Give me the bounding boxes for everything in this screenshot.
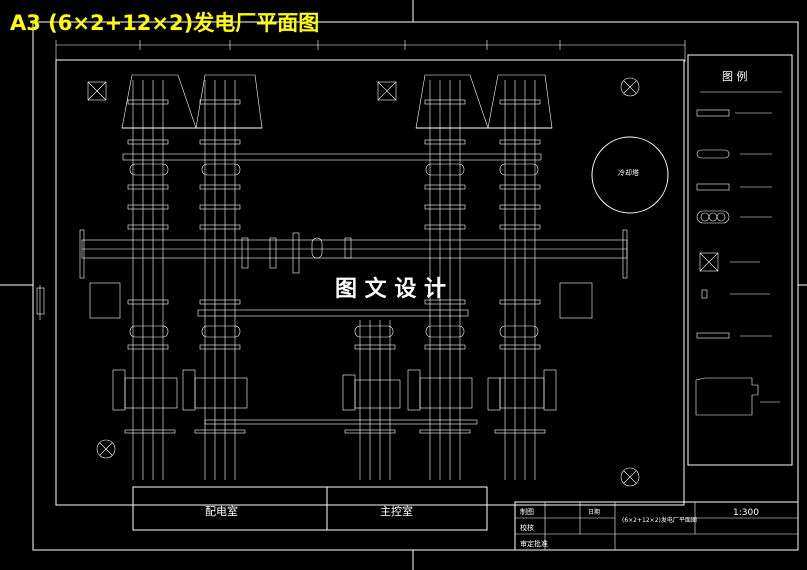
drawing-title: A3 (6×2+12×2)发电厂平面图 — [10, 11, 319, 35]
title-block-row3: 审定批准 — [520, 539, 548, 548]
cooling-tower: 冷却塔 — [591, 136, 669, 214]
legend: 图 例 — [687, 54, 793, 466]
title-block-row1: 制图 — [520, 507, 534, 516]
distribution-room-label: 配电室 — [205, 504, 238, 518]
bay-crossbars — [127, 99, 541, 350]
title-block: 制图 校核 审定批准 日期 (6×2+12×2)发电厂平面图 1:300 — [514, 501, 799, 551]
watermark: 图 文 设 计 — [335, 276, 446, 302]
bays — [132, 80, 536, 480]
title-block-drawing-name: (6×2+12×2)发电厂平面图 — [622, 516, 697, 524]
control-room — [326, 486, 488, 531]
main-bus — [79, 229, 628, 319]
breaker-pods — [129, 163, 539, 338]
title-block-cell: 日期 — [588, 508, 600, 516]
upper-yards — [121, 74, 553, 425]
legend-heading: 图 例 — [722, 69, 748, 83]
title-block-row2: 校核 — [520, 523, 534, 532]
site-markers — [87, 77, 640, 487]
control-room-label: 主控室 — [380, 504, 413, 518]
generator-units — [112, 369, 557, 434]
cooling-tower-label: 冷却塔 — [618, 168, 639, 177]
rooms: 配电室 主控室 — [132, 486, 488, 531]
title-block-scale: 1:300 — [733, 508, 759, 518]
dimension-line — [36, 40, 686, 320]
